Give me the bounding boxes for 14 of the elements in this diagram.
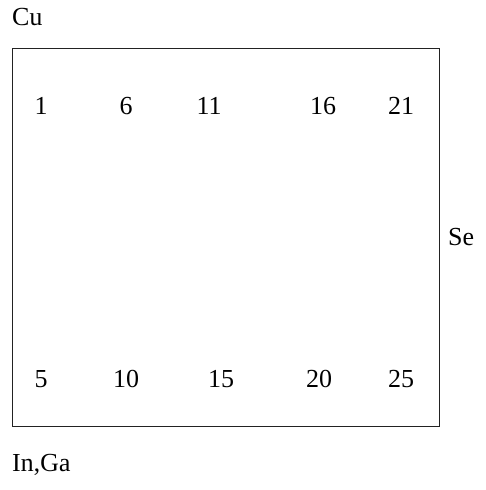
sample-number: 1 [34, 91, 48, 121]
sample-number: 20 [306, 364, 332, 394]
element-label: In,Ga [12, 448, 70, 478]
sample-number: 11 [196, 91, 222, 121]
sample-number: 15 [208, 364, 234, 394]
element-label: Se [448, 222, 474, 252]
square-frame [12, 48, 440, 427]
sample-number: 25 [388, 364, 414, 394]
sample-number: 16 [310, 91, 336, 121]
sample-number: 5 [34, 364, 48, 394]
element-label: Cu [12, 2, 42, 32]
sample-number: 21 [388, 91, 414, 121]
sample-number: 10 [113, 364, 139, 394]
sample-number: 6 [120, 91, 132, 121]
